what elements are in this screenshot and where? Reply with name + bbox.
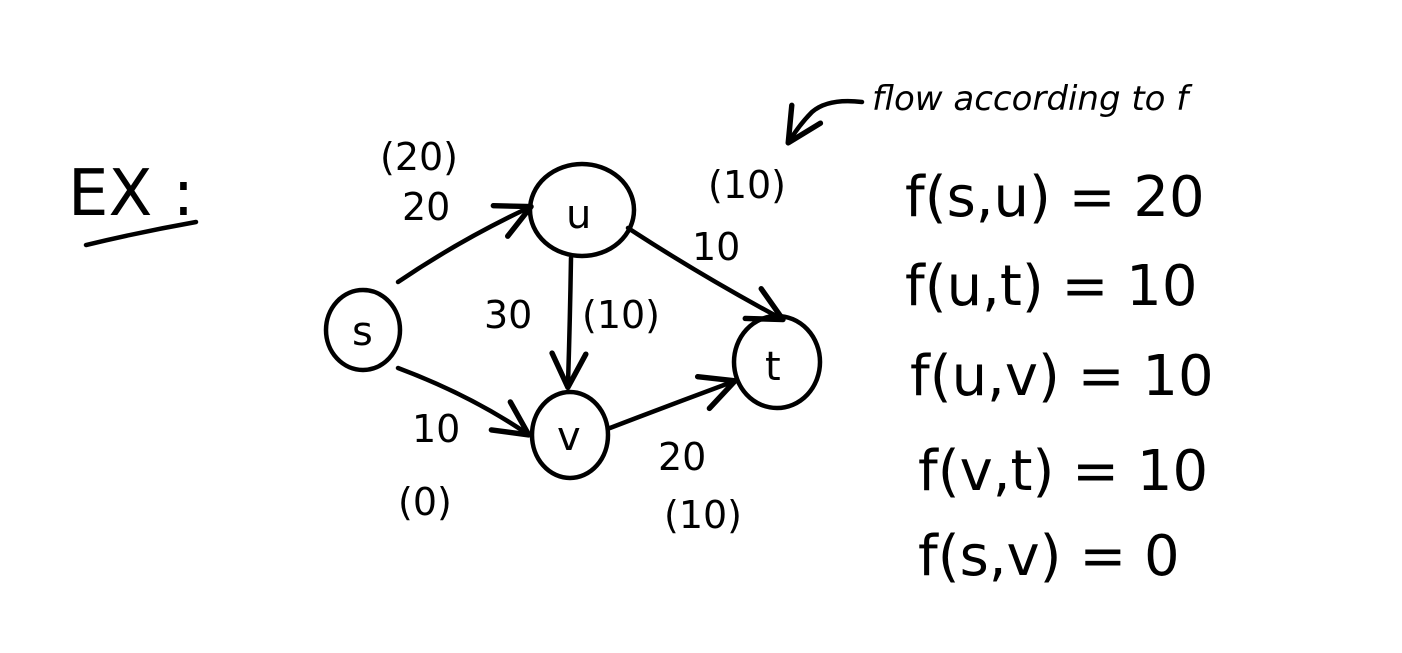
- title-underline: [83, 219, 199, 248]
- edge-s-u-capacity: 20: [402, 185, 450, 229]
- example-title: EX :: [68, 157, 194, 231]
- node-t-label: t: [765, 344, 781, 390]
- annotation-note: flow according to f: [872, 79, 1193, 119]
- node-u-label: u: [566, 192, 591, 238]
- equation-v-t: f(v,t) = 10: [918, 439, 1208, 504]
- edge-s-v-flow: (0): [398, 480, 452, 524]
- edge-s-v-capacity: 10: [412, 407, 460, 451]
- equation-u-v: f(u,v) = 10: [910, 344, 1214, 409]
- edge-u-t-flow: (10): [708, 163, 786, 207]
- edge-u-v: [549, 255, 589, 391]
- edge-v-t-flow: (10): [664, 493, 742, 537]
- edge-s-u: [395, 202, 534, 285]
- equation-s-v: f(s,v) = 0: [918, 524, 1180, 589]
- edge-v-t: [607, 374, 738, 431]
- node-s-label: s: [352, 309, 373, 355]
- edge-s-v: [395, 365, 532, 438]
- node-s: [323, 287, 403, 373]
- edge-u-v-flow: (10): [582, 293, 660, 337]
- edge-u-t: [625, 225, 786, 323]
- edge-v-t-capacity: 20: [658, 435, 706, 479]
- annotation-arrow: [785, 98, 865, 146]
- edge-u-t-capacity: 10: [692, 225, 740, 269]
- edge-s-u-flow: (20): [380, 135, 458, 179]
- edge-u-v-capacity: 30: [484, 293, 532, 337]
- node-v-label: v: [557, 414, 581, 460]
- node-v: [529, 389, 611, 481]
- equation-u-t: f(u,t) = 10: [905, 254, 1197, 319]
- equation-s-u: f(s,u) = 20: [905, 165, 1205, 230]
